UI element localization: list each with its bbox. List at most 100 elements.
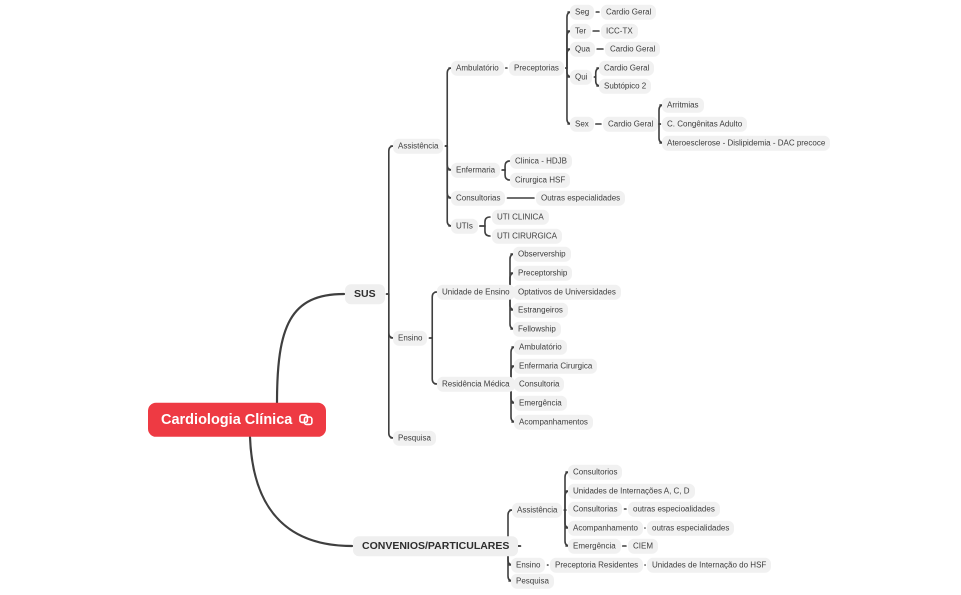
node-ambul1[interactable]: Ambulatório	[451, 60, 504, 76]
node-label: Cardio Geral	[604, 63, 650, 73]
node-label: Unidades de Internação do HSF	[652, 560, 767, 570]
node-resmed[interactable]: Residência Médica	[437, 376, 515, 392]
node-arritmias[interactable]: Arritmias	[662, 97, 704, 113]
connector-path	[248, 436, 354, 548]
node-ter[interactable]: Ter	[570, 23, 592, 39]
node-enferm1[interactable]: Enfermaria	[451, 162, 501, 178]
node-consult1[interactable]: Consultorias	[451, 190, 506, 206]
node-emerg2[interactable]: Emergência	[568, 538, 621, 554]
node-label: Fellowship	[518, 324, 556, 334]
node-label: Ambulatório	[519, 342, 562, 352]
node-label: UTI CIRURGICA	[497, 231, 557, 241]
node-cg4[interactable]: Cardio Geral	[603, 116, 659, 132]
node-unidint[interactable]: Unidades de Internações A, C, D	[568, 483, 695, 499]
connector-path	[446, 145, 454, 227]
node-ambul2[interactable]: Ambulatório	[514, 339, 567, 355]
node-label: Clinica - HDJB	[515, 156, 568, 166]
node-cirhsf[interactable]: Cirurgica HSF	[510, 172, 571, 188]
node-clinhdjb[interactable]: Clinica - HDJB	[510, 153, 573, 169]
node-label: Seg	[575, 7, 590, 17]
node-atero[interactable]: Ateroesclerose - Dislipidemia - DAC prec…	[662, 135, 831, 151]
node-label: outras especialidades	[652, 523, 730, 533]
node-seg[interactable]: Seg	[570, 4, 595, 20]
node-label: Arritmias	[667, 100, 699, 110]
node-pesquisa1[interactable]: Pesquisa	[393, 430, 436, 446]
node-label: CIEM	[633, 541, 653, 551]
node-assist1[interactable]: Assistência	[393, 138, 444, 154]
node-label: Pesquisa	[516, 576, 549, 586]
node-ensino2[interactable]: Ensino	[511, 557, 546, 573]
node-conv[interactable]: CONVENIOS/PARTICULARES	[353, 536, 519, 556]
node-cg2[interactable]: Cardio Geral	[605, 41, 661, 57]
node-label: Ambulatório	[456, 63, 499, 73]
node-root[interactable]: Cardiologia Clínica	[148, 402, 327, 438]
node-cg1[interactable]: Cardio Geral	[601, 4, 657, 20]
node-label: Assistência	[517, 505, 558, 515]
node-outras3[interactable]: outras especialidades	[647, 520, 735, 536]
node-label: Preceptorias	[514, 63, 559, 73]
node-label: outras especioalidades	[633, 504, 715, 514]
node-label: Ensino	[398, 333, 423, 343]
node-outras2[interactable]: outras especioalidades	[628, 501, 720, 517]
connector-path	[484, 225, 491, 237]
node-assist2[interactable]: Assistência	[512, 502, 563, 518]
node-label: Enfermaria Cirurgica	[519, 361, 593, 371]
node-label: Ter	[575, 26, 587, 36]
node-consult3[interactable]: Consultorias	[568, 501, 623, 517]
node-outras1[interactable]: Outras especialidades	[536, 190, 626, 206]
node-congenitas[interactable]: C. Congênitas Adulto	[662, 116, 748, 132]
node-consultorios[interactable]: Consultorios	[568, 464, 623, 480]
node-label: Assistência	[398, 141, 439, 151]
node-uticir[interactable]: UTI CIRURGICA	[492, 228, 562, 244]
node-enfcir[interactable]: Enfermaria Cirurgica	[514, 358, 598, 374]
node-label: Consultorias	[456, 193, 501, 203]
node-fellowship[interactable]: Fellowship	[513, 321, 561, 337]
node-consult2[interactable]: Consultoria	[514, 376, 565, 392]
node-label: UTI CLINICA	[497, 212, 544, 222]
node-sex[interactable]: Sex	[570, 116, 594, 132]
node-label: SUS	[354, 287, 376, 300]
node-label: Preceptoria Residentes	[555, 560, 639, 570]
node-label: Cardio Geral	[606, 7, 652, 17]
node-acomp2[interactable]: Acompanhamento	[568, 520, 643, 536]
node-precres[interactable]: Preceptoria Residentes	[550, 557, 644, 573]
node-ciem[interactable]: CIEM	[628, 538, 658, 554]
node-sub2[interactable]: Subtópico 2	[599, 78, 652, 94]
node-label: Consultoria	[519, 379, 560, 389]
node-uticli[interactable]: UTI CLINICA	[492, 209, 549, 225]
node-label: Consultorias	[573, 504, 618, 514]
connector-path	[275, 292, 346, 404]
node-precept[interactable]: Preceptorias	[509, 60, 564, 76]
copy-icon	[299, 414, 314, 426]
node-estrangeiros[interactable]: Estrangeiros	[513, 302, 568, 318]
node-utis[interactable]: UTIs	[451, 218, 478, 234]
node-sus[interactable]: SUS	[345, 284, 385, 304]
node-label: Optativos de Universidades	[518, 287, 616, 297]
node-qui[interactable]: Qui	[570, 69, 593, 85]
node-cg3[interactable]: Cardio Geral	[599, 60, 655, 76]
node-acomp1[interactable]: Acompanhamentos	[514, 414, 593, 430]
node-label: Preceptorship	[518, 268, 568, 278]
node-label: CONVENIOS/PARTICULARES	[362, 539, 510, 552]
node-icctx[interactable]: ICC-TX	[601, 23, 638, 39]
node-emerg1[interactable]: Emergência	[514, 395, 567, 411]
node-label: UTIs	[456, 221, 473, 231]
node-unihsf[interactable]: Unidades de Internação do HSF	[647, 557, 772, 573]
node-observership[interactable]: Observership	[513, 246, 571, 262]
node-label: Acompanhamento	[573, 523, 638, 533]
node-qua[interactable]: Qua	[570, 41, 596, 57]
node-label: Cardio Geral	[608, 119, 654, 129]
node-ensino1[interactable]: Ensino	[393, 330, 428, 346]
connector-path	[431, 291, 439, 339]
node-unens[interactable]: Unidade de Ensino	[437, 284, 515, 300]
connector-path	[431, 337, 439, 385]
node-preceptorship[interactable]: Preceptorship	[513, 265, 573, 281]
node-label: Pesquisa	[398, 433, 431, 443]
node-label: Acompanhamentos	[519, 417, 588, 427]
node-optativos[interactable]: Optativos de Universidades	[513, 284, 621, 300]
node-label: Outras especialidades	[541, 193, 621, 203]
node-label: Residência Médica	[442, 379, 510, 389]
node-pesquisa2[interactable]: Pesquisa	[511, 573, 554, 589]
node-label: Qui	[575, 72, 588, 82]
node-label: Cardio Geral	[610, 44, 656, 54]
